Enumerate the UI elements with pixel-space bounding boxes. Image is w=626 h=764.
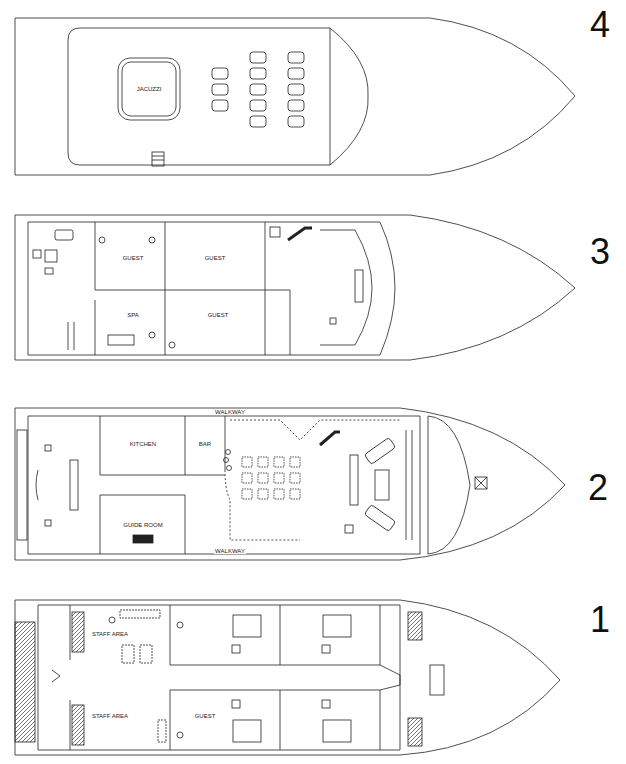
jacuzzi bbox=[122, 62, 176, 116]
room-label: STAFF AREA bbox=[91, 713, 129, 719]
staircase bbox=[288, 228, 312, 240]
sofa bbox=[364, 504, 395, 531]
room-label: SPA bbox=[126, 312, 140, 318]
deck-area bbox=[28, 416, 420, 554]
dining-tables bbox=[242, 457, 300, 499]
bow-deck bbox=[428, 416, 470, 554]
stern-steps bbox=[17, 430, 27, 540]
deck-area bbox=[28, 222, 395, 355]
room-label: GUEST bbox=[122, 255, 145, 261]
hull-outline bbox=[15, 215, 575, 360]
room-label: BAR bbox=[198, 441, 212, 447]
room-label: GUIDE ROOM bbox=[122, 522, 163, 528]
room-label: GUEST bbox=[204, 255, 227, 261]
beds bbox=[72, 612, 422, 746]
ladder bbox=[152, 152, 164, 166]
deck-number: 4 bbox=[590, 7, 610, 43]
deck-number: 1 bbox=[590, 602, 610, 638]
hull-outline bbox=[15, 18, 575, 175]
deck-area bbox=[68, 28, 368, 165]
room-label: JACUZZI bbox=[136, 86, 163, 92]
hull-outline bbox=[15, 600, 560, 755]
staircase bbox=[320, 432, 340, 445]
room-label: KITCHEN bbox=[129, 441, 157, 447]
walkway-label: WALKWAY bbox=[214, 548, 246, 554]
jacuzzi bbox=[118, 58, 180, 120]
cabin-walls bbox=[95, 222, 372, 355]
swim-platform bbox=[15, 622, 35, 742]
bar-stools bbox=[224, 450, 232, 471]
sun-loungers bbox=[212, 52, 304, 127]
deck-number: 2 bbox=[588, 470, 608, 506]
cabin-walls bbox=[38, 605, 444, 750]
deck-line bbox=[330, 28, 331, 165]
sofa bbox=[364, 437, 395, 464]
fixtures bbox=[33, 230, 175, 350]
room-label: GUEST bbox=[207, 312, 230, 318]
fixtures bbox=[52, 610, 330, 742]
hatch bbox=[475, 477, 487, 489]
room-label: GUEST bbox=[194, 713, 217, 719]
walkway-label: WALKWAY bbox=[214, 409, 246, 415]
deck-number: 3 bbox=[590, 234, 610, 270]
rooms bbox=[36, 416, 412, 554]
hull-outline bbox=[15, 408, 565, 560]
room-label: STAFF AREA bbox=[91, 631, 129, 637]
hatch bbox=[475, 477, 487, 489]
